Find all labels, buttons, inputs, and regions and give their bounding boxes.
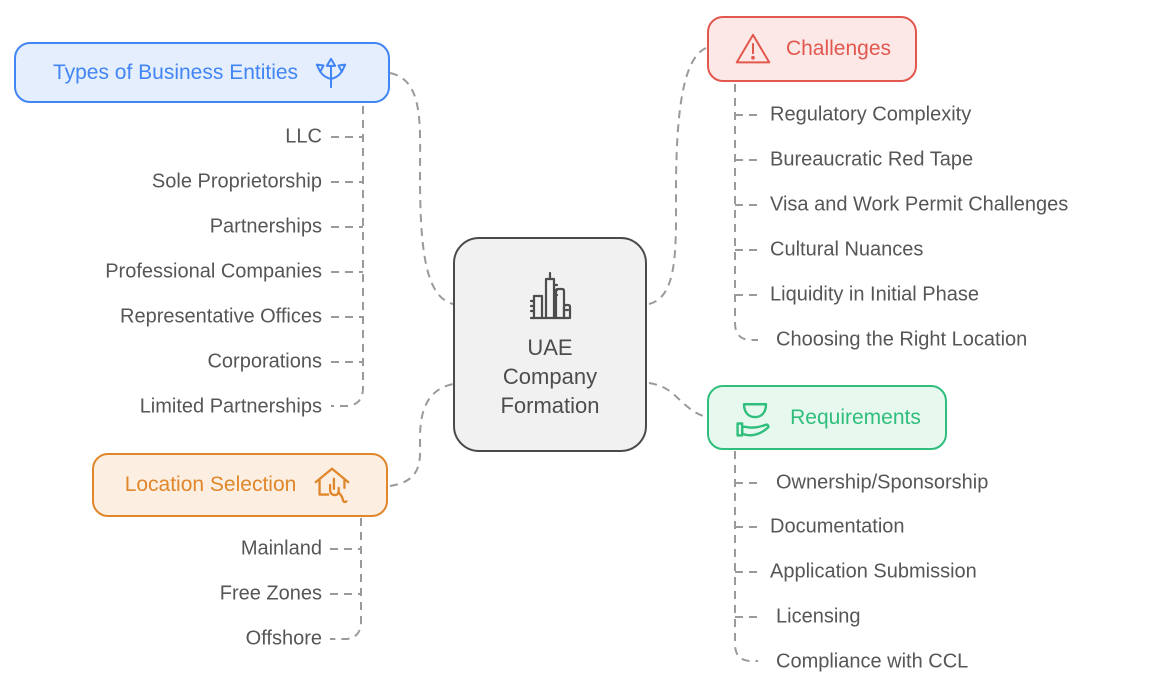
challenges-item: Liquidity in Initial Phase [770, 283, 980, 306]
center-node-uae-company-formation: UAE Company Formation [453, 237, 647, 452]
center-node-line-1: UAE [527, 335, 573, 360]
location-node-label: Location Selection [124, 473, 297, 496]
house-select-icon [314, 467, 350, 504]
requirements-item: Documentation [770, 515, 905, 538]
challenges-item: Choosing the Right Location [776, 328, 1028, 351]
challenges-node-label: Challenges [785, 37, 892, 60]
location-selection-node: Location Selection [92, 453, 388, 517]
types-item: Representative Offices [120, 305, 322, 328]
challenges-item: Cultural Nuances [770, 238, 924, 261]
requirements-item: Application Submission [770, 560, 977, 583]
challenges-item: Visa and Work Permit Challenges [770, 193, 1069, 216]
wire-types-to-center [389, 72, 454, 305]
center-node-line-2: Company [502, 364, 598, 389]
requirements-item: Ownership/Sponsorship [776, 471, 989, 494]
types-node-label: Types of Business Entities [52, 60, 299, 84]
city-buildings-icon [529, 271, 572, 320]
center-node-line-3: Formation [500, 393, 600, 418]
location-item: Free Zones [219, 582, 322, 605]
challenges-node: Challenges [707, 16, 917, 82]
challenges-item: Bureaucratic Red Tape [770, 148, 974, 171]
location-item: Offshore [245, 627, 322, 650]
warning-triangle-icon [735, 33, 771, 64]
types-item: Partnerships [209, 215, 322, 238]
types-item: Professional Companies [105, 260, 322, 283]
requirements-node: Requirements [707, 385, 947, 450]
types-item: Sole Proprietorship [151, 170, 322, 193]
requirements-item: Compliance with CCL [776, 650, 969, 673]
requirements-item: Licensing [776, 605, 861, 628]
types-item: Corporations [207, 350, 322, 373]
hand-bowl-icon [736, 402, 770, 437]
location-item: Mainland [240, 537, 322, 560]
split-arrows-icon [315, 57, 347, 88]
challenges-item: Regulatory Complexity [770, 103, 972, 126]
wire-location-to-center [389, 383, 454, 487]
types-item: Limited Partnerships [139, 395, 322, 418]
requirements-node-label: Requirements [790, 405, 921, 429]
wire-center-to-challenges [648, 47, 707, 305]
types-of-business-entities-node: Types of Business Entities [14, 42, 390, 103]
types-item: LLC [285, 125, 322, 148]
wire-center-to-requirements [648, 382, 707, 418]
